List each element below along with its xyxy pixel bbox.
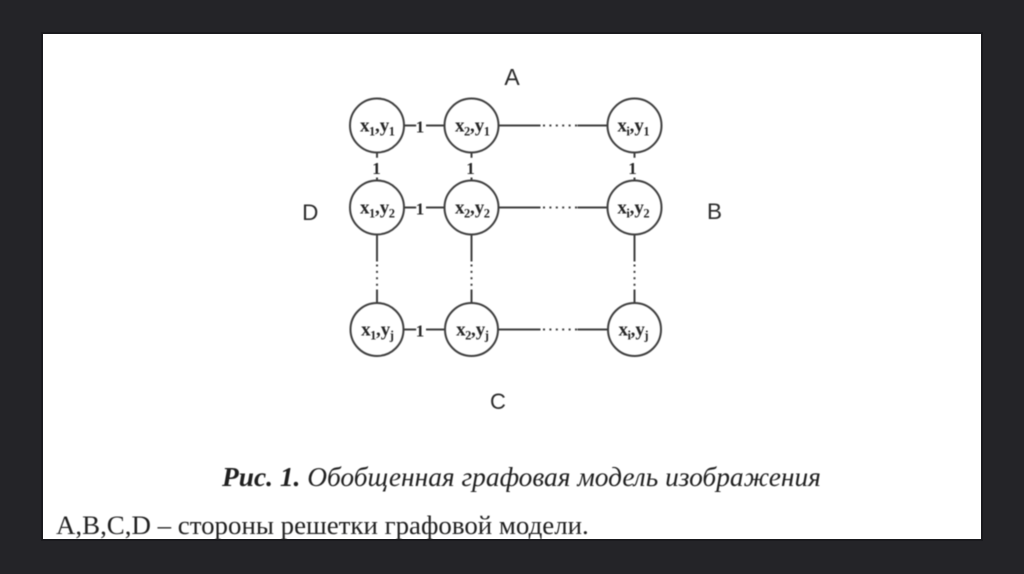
svg-text:x1,yj: x1,yj <box>361 319 394 342</box>
svg-text:1: 1 <box>466 159 475 178</box>
svg-text:x1,y2: x1,y2 <box>360 197 395 220</box>
svg-text:xi,y1: xi,y1 <box>617 115 649 138</box>
svg-text:1: 1 <box>416 117 425 136</box>
svg-text:x2,y1: x2,y1 <box>455 115 490 138</box>
svg-text:1: 1 <box>416 321 425 340</box>
svg-text:xi,yj: xi,yj <box>618 319 648 342</box>
svg-text:1: 1 <box>372 159 381 178</box>
svg-text:1: 1 <box>628 159 637 178</box>
svg-text:x2,yj: x2,yj <box>456 319 489 342</box>
svg-text:xi,y2: xi,y2 <box>617 197 649 220</box>
svg-text:x1,y1: x1,y1 <box>360 115 395 138</box>
svg-text:1: 1 <box>416 199 425 218</box>
svg-text:x2,y2: x2,y2 <box>455 197 490 220</box>
